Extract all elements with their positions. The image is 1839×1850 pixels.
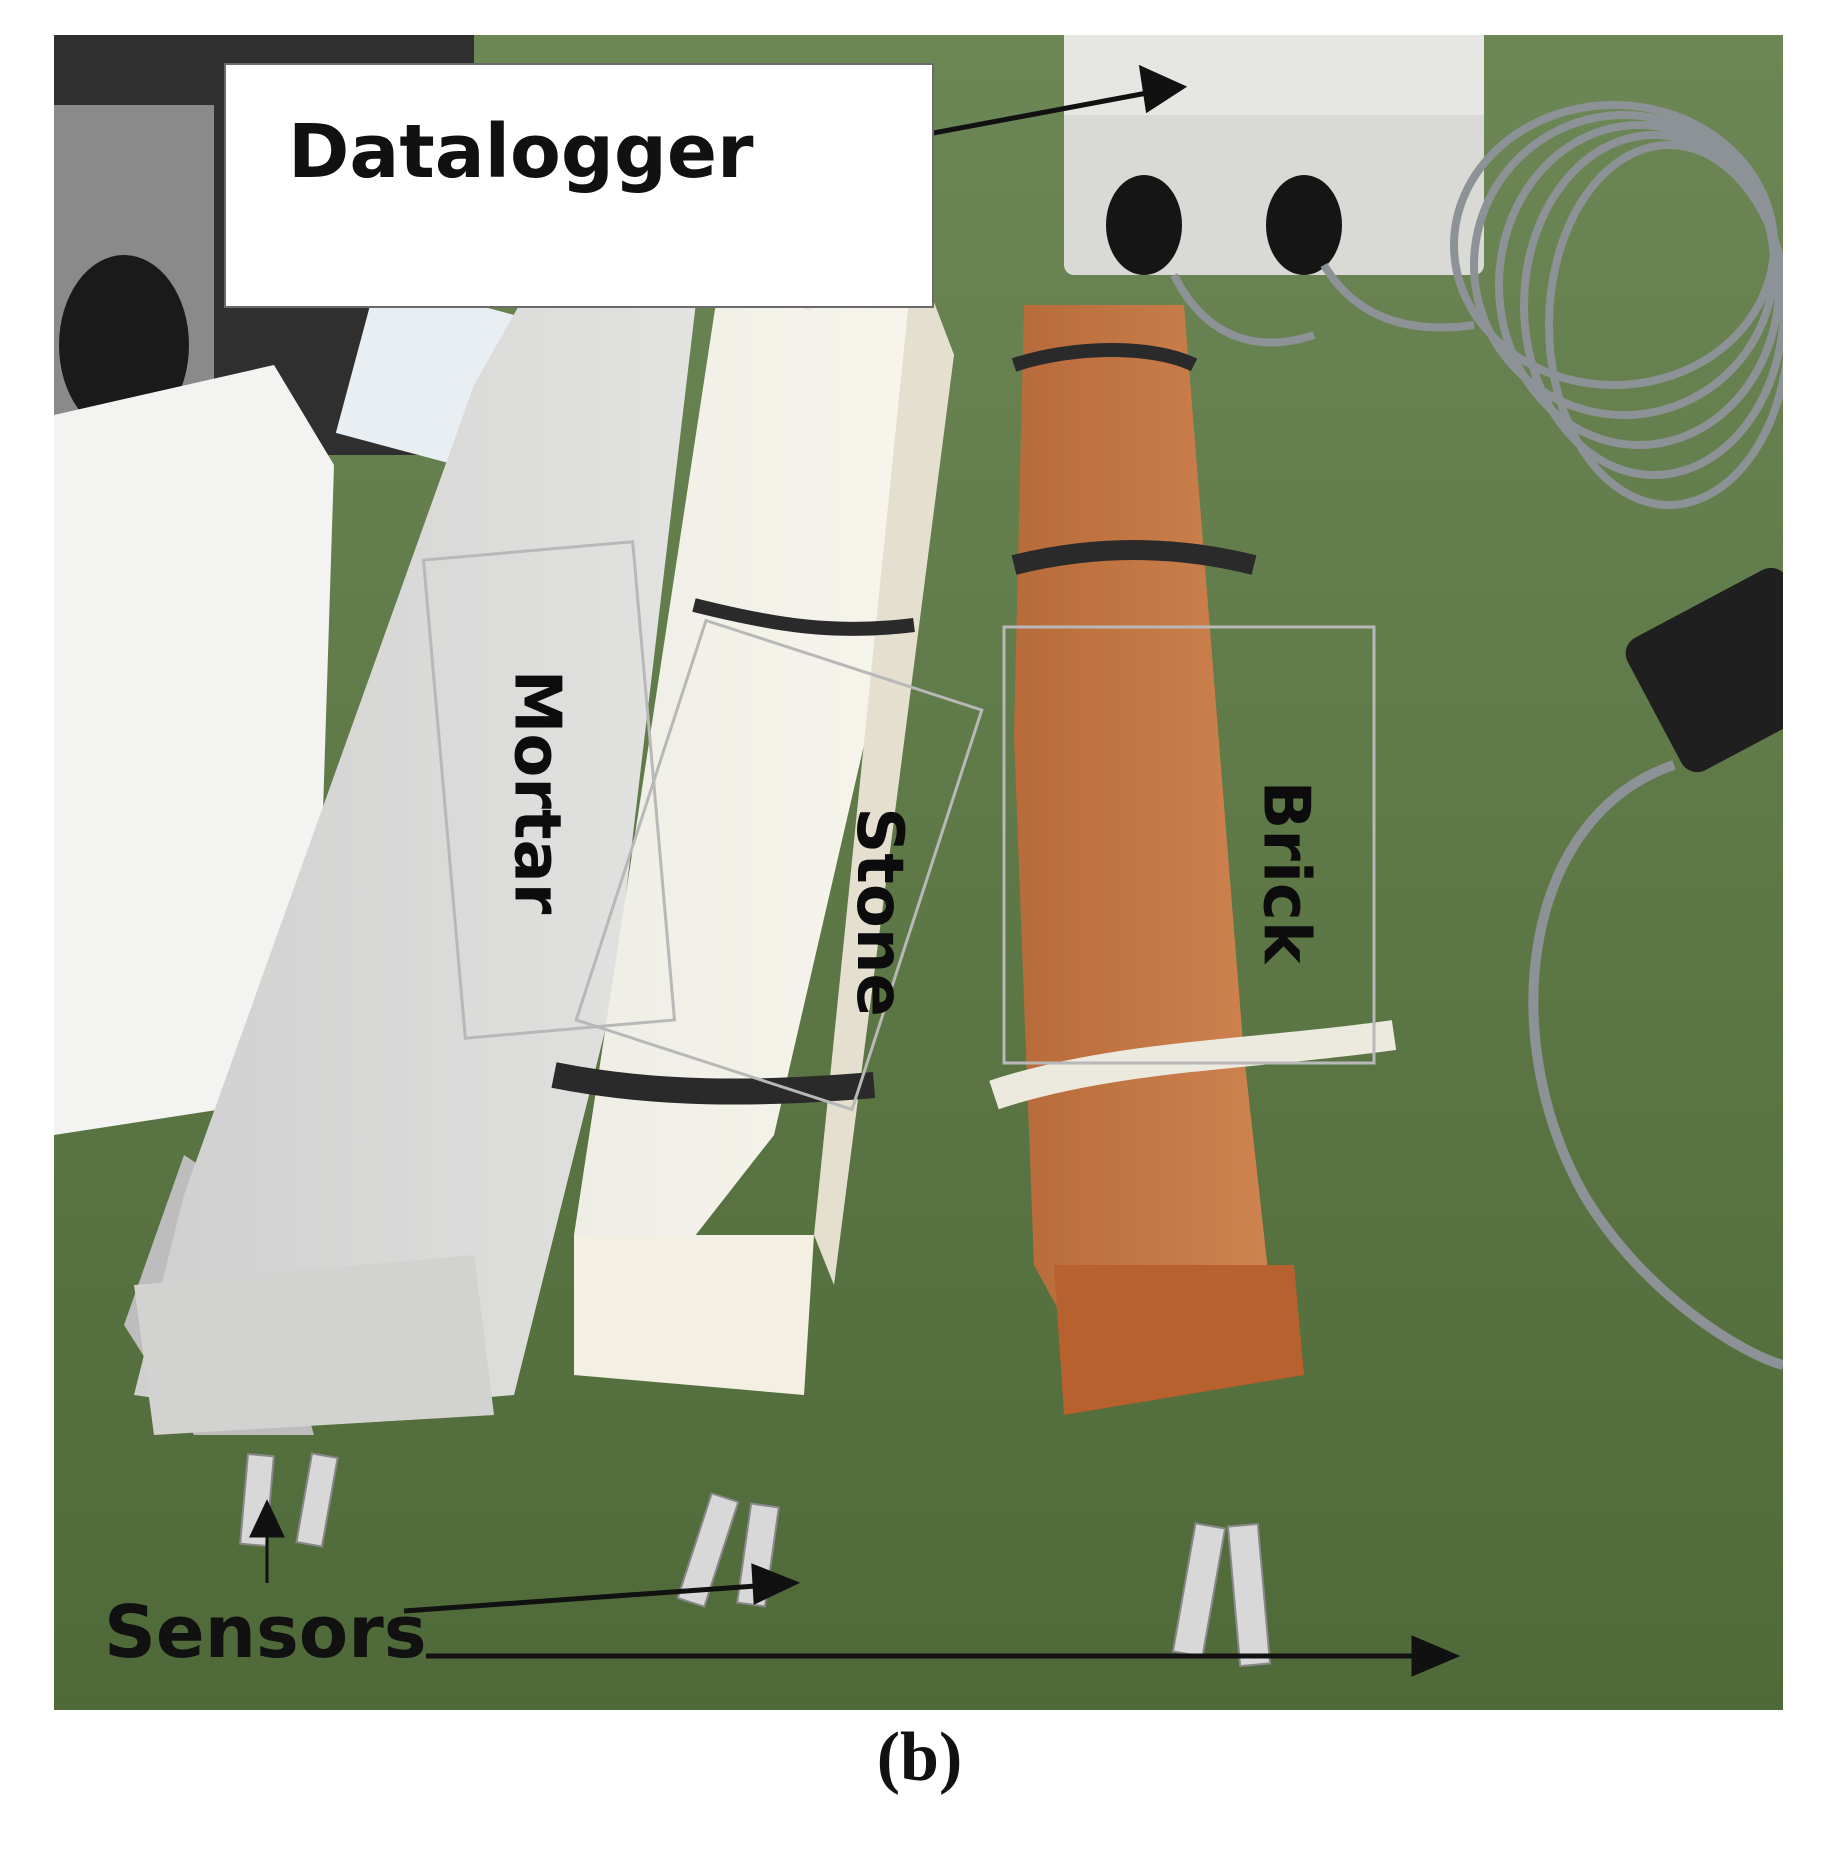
mortar-prism-top	[134, 235, 704, 1415]
datalogger-label: Datalogger	[288, 109, 754, 195]
brick-prism-top	[1014, 305, 1274, 1375]
sensor-device	[1625, 567, 1783, 773]
cable-tie-brick-mid	[1011, 540, 1257, 575]
brick-label: Brick	[1248, 780, 1323, 964]
cable-tie-brick-top	[1011, 343, 1198, 372]
brick-prism-front	[1054, 1265, 1304, 1415]
power-strip	[54, 365, 334, 1135]
datalogger-lid	[1064, 35, 1484, 115]
cable-tie-stone-lower	[551, 1062, 876, 1105]
device-cable	[1528, 760, 1783, 1370]
cable-gland-right	[1266, 175, 1342, 275]
stone-prism-front	[574, 1235, 814, 1395]
black-knob	[59, 255, 189, 435]
stone-prism-side	[814, 250, 954, 1285]
callout-box-brick	[1002, 625, 1376, 1065]
mortar-label: Mortar	[499, 669, 574, 915]
cable-tie-brick-white	[989, 1020, 1397, 1110]
datalogger-label-box: Datalogger	[224, 63, 934, 308]
photo: Datalogger Mortar Stone Brick Sensors	[54, 35, 1783, 1710]
callout-box-stone	[574, 618, 984, 1112]
mortar-prism-front	[134, 1255, 494, 1435]
figure-caption: (b)	[876, 1719, 963, 1796]
cable-tie-stone-mid	[692, 598, 915, 636]
stone-label: Stone	[841, 807, 916, 1017]
sensors-label: Sensors	[104, 1590, 427, 1674]
cable-gland-left	[1106, 175, 1182, 275]
coiled-cables	[1170, 101, 1783, 509]
